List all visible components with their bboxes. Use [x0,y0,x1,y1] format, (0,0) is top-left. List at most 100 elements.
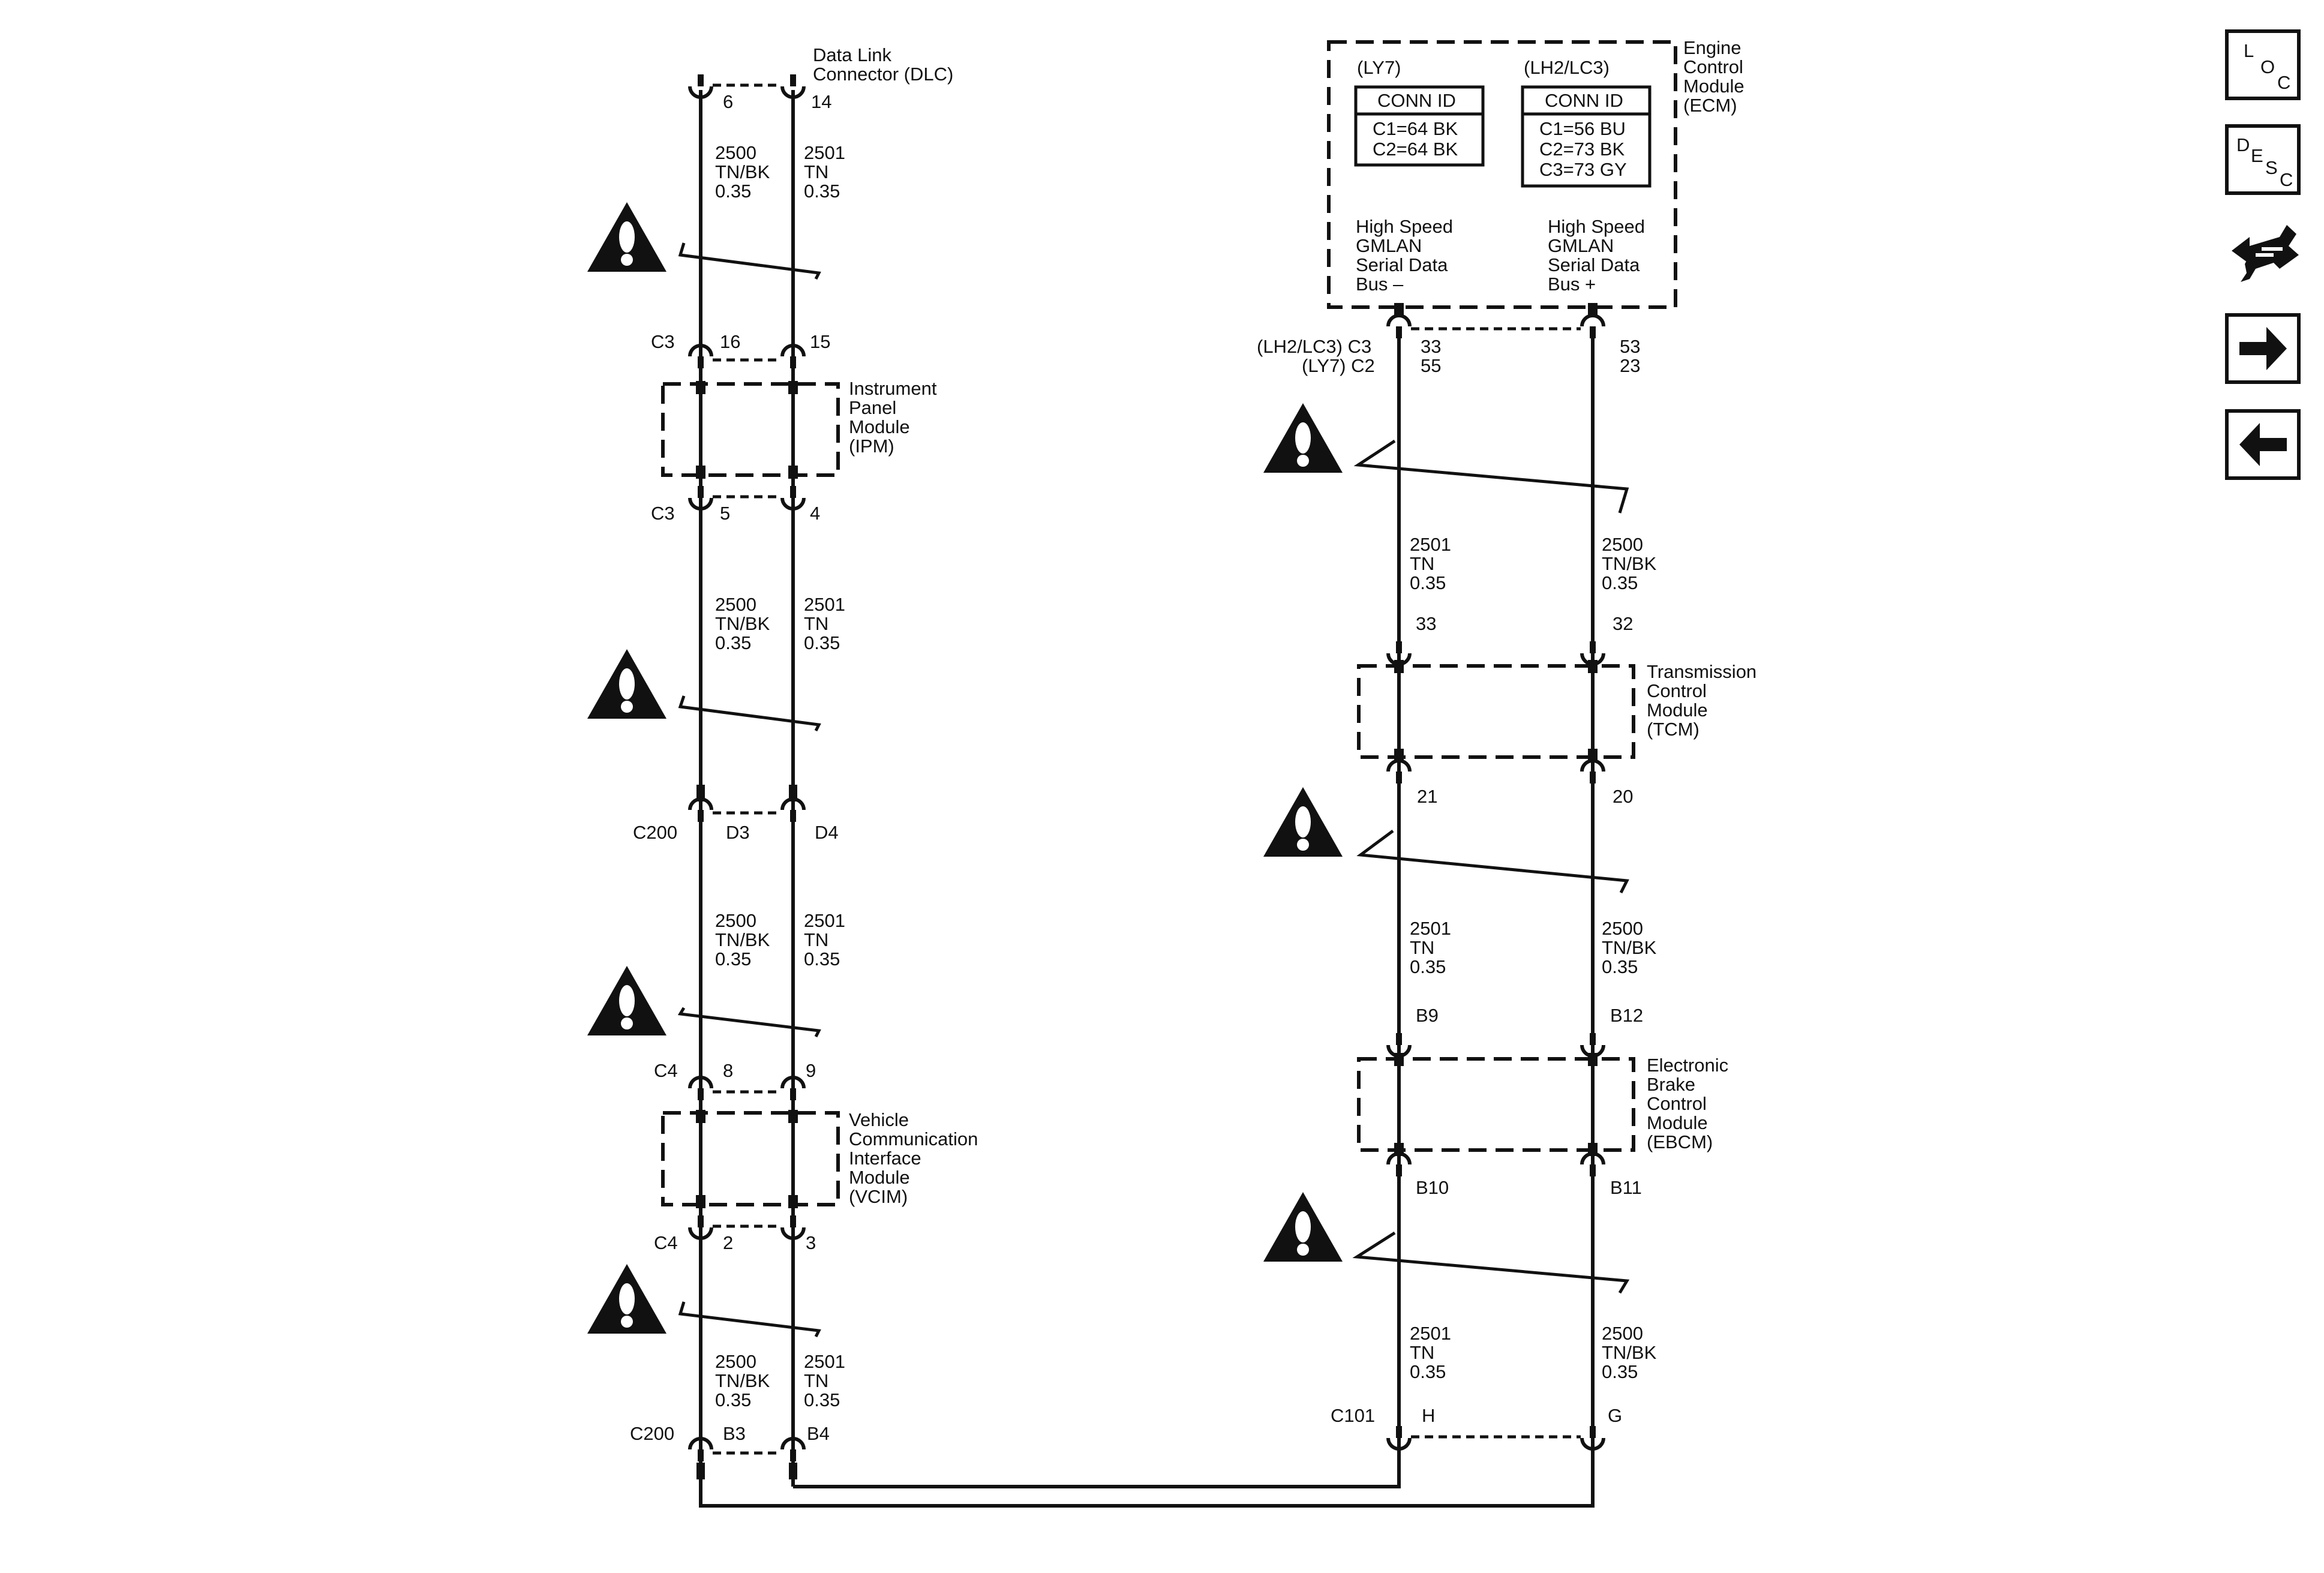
twisted-pair-symbol [677,1007,821,1038]
svg-text:5: 5 [720,503,730,524]
svg-text:8: 8 [723,1060,733,1081]
svg-text:C2=73 BK: C2=73 BK [1539,139,1625,160]
svg-text:Communication: Communication [849,1128,978,1149]
warning-icon [587,966,666,1035]
next-arrow-button[interactable] [2225,313,2301,384]
svg-text:2501: 2501 [804,1351,845,1372]
svg-text:0.35: 0.35 [804,1389,840,1410]
svg-text:2500: 2500 [1602,1323,1643,1344]
svg-text:TN: TN [1410,1342,1434,1363]
warning-icon [1263,787,1343,857]
svg-text:TN/BK: TN/BK [715,161,770,182]
svg-text:0.35: 0.35 [1410,956,1446,977]
svg-text:B10: B10 [1416,1177,1449,1198]
connector-tool-icon[interactable] [2232,225,2299,282]
svg-text:C4: C4 [654,1060,678,1081]
warning-icon [587,202,666,272]
svg-text:Panel: Panel [849,397,896,418]
svg-text:2501: 2501 [804,910,845,931]
loc-button[interactable]: L O C [2225,29,2301,100]
svg-text:B3: B3 [723,1423,746,1444]
svg-text:0.35: 0.35 [1602,956,1638,977]
svg-text:B11: B11 [1610,1177,1642,1198]
svg-text:TN/BK: TN/BK [1602,1342,1657,1363]
svg-text:C: C [2280,169,2293,190]
svg-text:O: O [2260,56,2275,77]
svg-text:0.35: 0.35 [1410,1361,1446,1382]
svg-text:4: 4 [810,503,820,524]
svg-text:B9: B9 [1416,1005,1439,1026]
svg-text:0.35: 0.35 [1602,572,1638,593]
svg-text:Control: Control [1683,56,1743,77]
svg-text:C101: C101 [1331,1405,1375,1426]
svg-text:D3: D3 [726,822,750,843]
svg-text:(EBCM): (EBCM) [1647,1131,1713,1152]
next-arrow-icon [2239,327,2287,370]
svg-text:Module: Module [849,1167,910,1188]
svg-text:Serial Data: Serial Data [1356,254,1448,275]
svg-text:High Speed: High Speed [1356,216,1453,237]
svg-text:E: E [2251,145,2263,166]
svg-text:Module: Module [1683,76,1744,97]
warning-icon [587,1264,666,1334]
vcim-module: C4 8 9 Vehicle Communication Interface M… [654,1060,978,1253]
svg-text:GMLAN: GMLAN [1548,235,1614,256]
svg-text:TN/BK: TN/BK [1602,553,1657,574]
svg-text:TN: TN [804,613,828,634]
svg-text:2500: 2500 [1602,534,1643,555]
svg-text:C4: C4 [654,1232,678,1253]
previous-arrow-button[interactable] [2225,409,2301,480]
svg-text:Transmission: Transmission [1647,661,1756,682]
svg-text:TN/BK: TN/BK [715,613,770,634]
svg-text:TN/BK: TN/BK [715,1370,770,1391]
svg-text:TN: TN [804,161,828,182]
desc-button[interactable]: D E S C [2225,124,2301,195]
svg-text:TN: TN [1410,937,1434,958]
svg-text:2500: 2500 [715,1351,756,1372]
svg-text:Module: Module [1647,1112,1708,1133]
svg-text:53: 53 [1620,336,1640,357]
svg-text:55: 55 [1421,355,1441,376]
previous-arrow-icon [2239,423,2287,466]
conn-id-ly7: CONN ID [1377,90,1456,111]
svg-text:Electronic: Electronic [1647,1055,1728,1076]
twisted-pair-symbol [678,242,821,280]
svg-text:2501: 2501 [1410,918,1451,939]
wire-labels-tcm-ebcm: 2501 TN 0.35 2500 TN/BK 0.35 [1410,918,1657,977]
svg-text:20: 20 [1613,786,1633,807]
svg-text:C3: C3 [651,503,675,524]
svg-text:TN: TN [1410,553,1434,574]
svg-text:0.35: 0.35 [715,1389,751,1410]
svg-text:2500: 2500 [1602,918,1643,939]
svg-text:0.35: 0.35 [1410,572,1446,593]
svg-text:33: 33 [1416,613,1436,634]
warning-icon [587,649,666,719]
svg-text:21: 21 [1417,786,1437,807]
tcm-module: 33 32 Transmission Control Module (TCM) … [1357,613,1756,807]
svg-text:Module: Module [1647,700,1708,721]
svg-text:TN: TN [804,929,828,950]
svg-text:Control: Control [1647,680,1707,701]
svg-text:Bus –: Bus – [1356,274,1404,295]
dlc-connector: 6 14 Data Link Connector (DLC) [690,44,953,112]
svg-text:(LH2/LC3) C3: (LH2/LC3) C3 [1257,336,1371,357]
svg-text:(LY7): (LY7) [1357,57,1401,78]
svg-text:2500: 2500 [715,594,756,615]
ecm-module: Engine Control Module (ECM) (LY7) CONN I… [1257,37,1744,376]
dlc-name-line2: Connector (DLC) [813,64,953,85]
svg-text:L: L [2244,40,2254,61]
svg-text:D4: D4 [815,822,839,843]
svg-text:33: 33 [1421,336,1441,357]
svg-text:0.35: 0.35 [804,948,840,969]
svg-text:H: H [1422,1405,1435,1426]
svg-text:(TCM): (TCM) [1647,719,1700,740]
svg-text:GMLAN: GMLAN [1356,235,1422,256]
svg-text:B4: B4 [807,1423,830,1444]
wire-labels-ebcm-c101: 2501 TN 0.35 2500 TN/BK 0.35 [1410,1323,1657,1382]
svg-text:2500: 2500 [715,142,756,163]
svg-text:2501: 2501 [804,142,845,163]
svg-text:S: S [2265,157,2278,178]
svg-text:Vehicle: Vehicle [849,1109,909,1130]
svg-text:Interface: Interface [849,1148,921,1169]
svg-text:Engine: Engine [1683,37,1742,58]
